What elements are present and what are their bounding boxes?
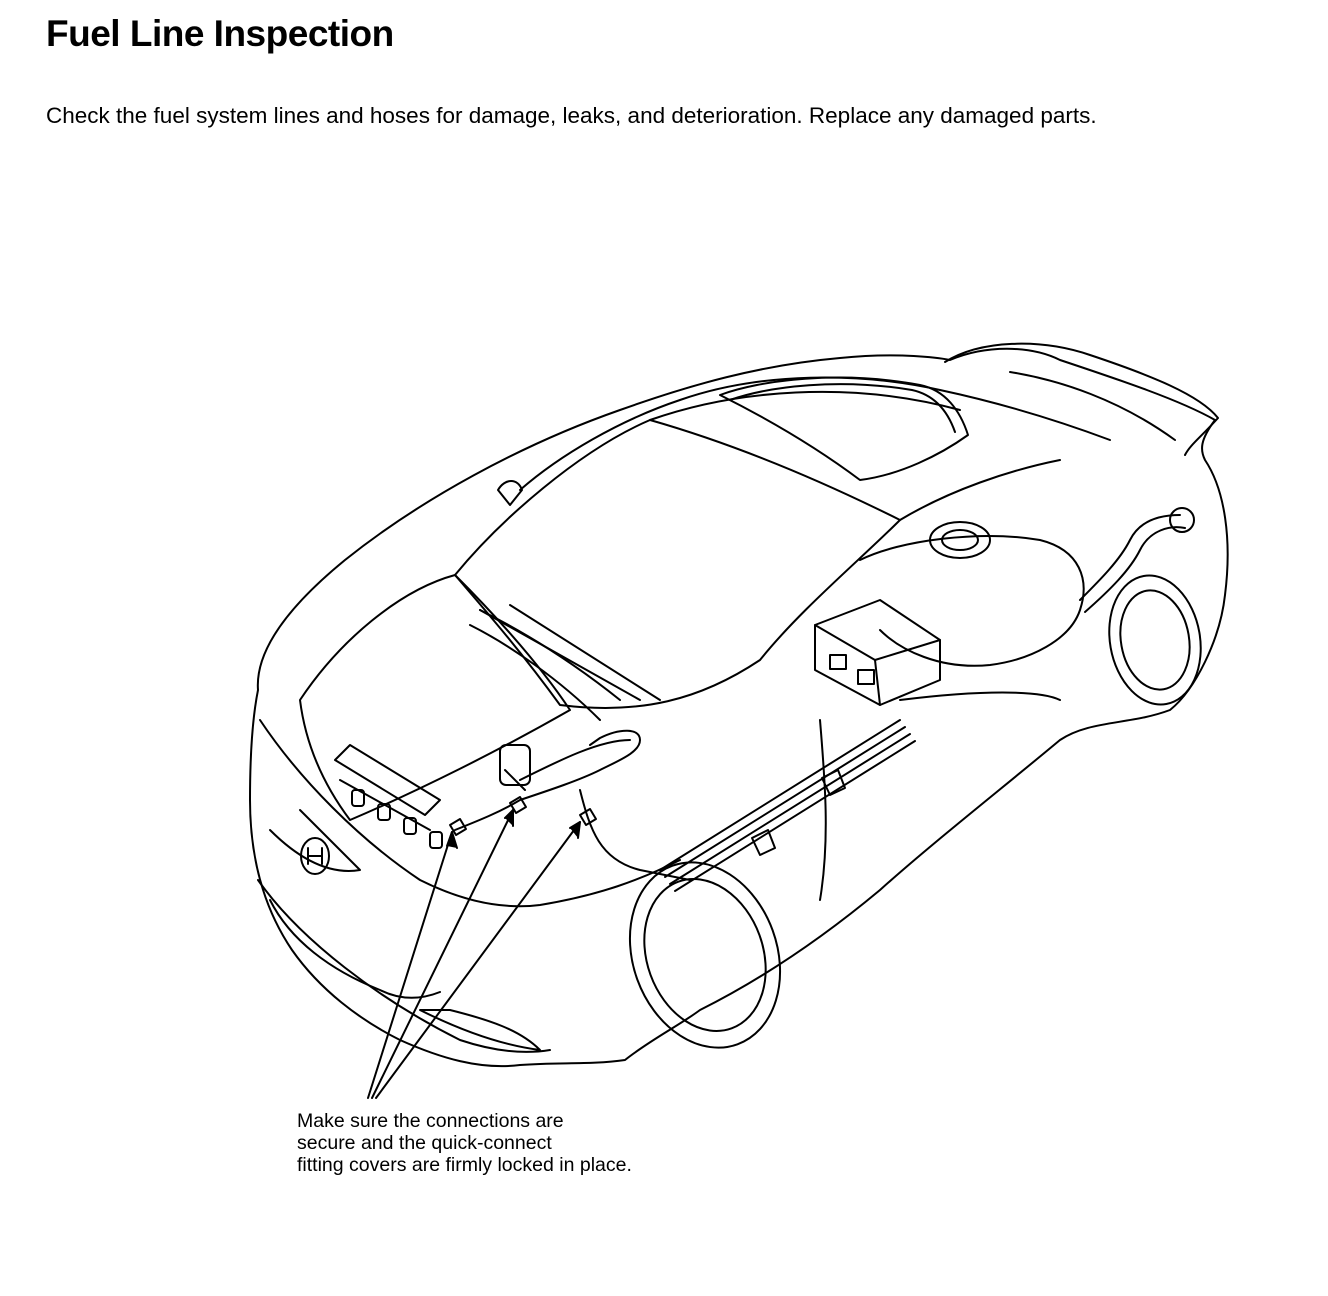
car-body-outline — [249, 347, 1229, 1068]
rear-wheel — [1108, 574, 1202, 706]
fuel-tank — [859, 521, 1085, 667]
page-title: Fuel Line Inspection — [46, 13, 394, 54]
fuel-filler-neck — [1079, 514, 1181, 601]
callout-arrows — [367, 809, 581, 1099]
sunroof — [719, 376, 969, 481]
wiper-blades — [479, 604, 661, 701]
windshield-outline — [454, 419, 901, 709]
fuel-feed-line — [454, 729, 641, 831]
callout-note: Make sure the connections are secure and… — [297, 1110, 632, 1176]
underbody-fuel-line-bundle — [659, 719, 916, 892]
rear-spoiler — [944, 342, 1219, 456]
quick-connect-fitting-1 — [449, 818, 467, 836]
fuel-rail-injectors — [334, 744, 443, 849]
evap-canister — [814, 599, 941, 706]
fuel-filler-cap — [1169, 507, 1195, 533]
grille — [269, 809, 361, 872]
callout-line-2: secure and the quick-connect — [297, 1132, 552, 1154]
front-wheel — [628, 861, 782, 1049]
quick-connect-fitting-2 — [509, 796, 527, 814]
side-mirror — [497, 480, 523, 506]
roof-outline — [519, 376, 1111, 491]
fuel-pulsation-damper — [499, 744, 531, 791]
intro-text: Check the fuel system lines and hoses fo… — [46, 103, 1097, 128]
callout-line-1: Make sure the connections are — [297, 1110, 564, 1132]
callout-line-3: fitting covers are firmly locked in plac… — [297, 1154, 632, 1176]
door-line — [819, 719, 827, 901]
hood-outline — [299, 574, 571, 821]
front-bumper — [259, 719, 681, 908]
quick-connect-fitting-3 — [579, 808, 597, 826]
honda-emblem — [300, 837, 330, 875]
headlight — [419, 1009, 541, 1051]
